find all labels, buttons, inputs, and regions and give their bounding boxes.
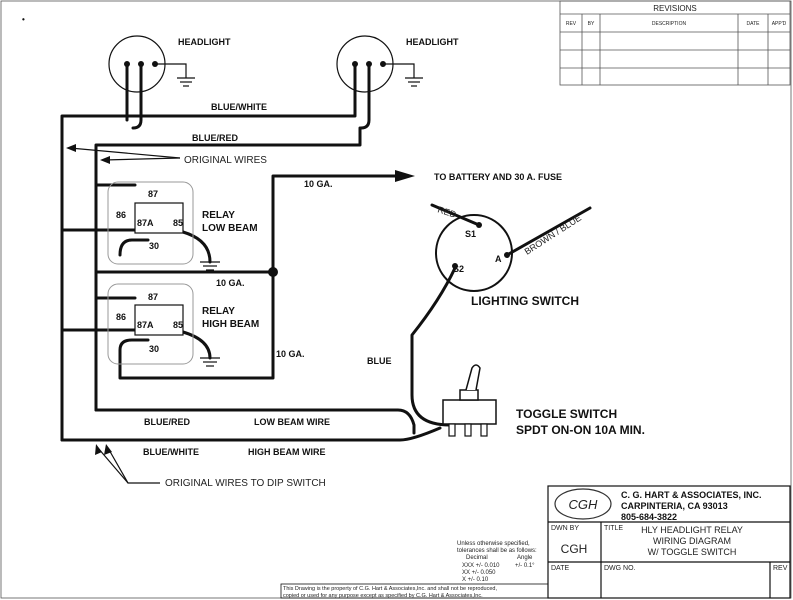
corner-dot: • [22,15,25,24]
relay-high-pin-87: 87 [148,292,158,302]
company-logo-text: CGH [569,497,599,512]
headlight-right-label: HEADLIGHT [406,37,459,47]
dwg-no-label: DWG NO. [604,565,636,572]
label-high-beam-wire: HIGH BEAM WIRE [248,447,326,457]
switch-terminal-s2: S2 [453,264,464,274]
relay-low-sub: LOW BEAM [202,223,258,234]
drawing-title-line-2: WIRING DIAGRAM [653,536,731,546]
relay-high-name: RELAY [202,306,235,317]
relay-low-pin-87a: 87A [137,218,154,228]
tolerance-line-2: tolerances shall be as follows: [457,548,537,554]
relay-high-sub: HIGH BEAM [202,319,259,330]
label-to-battery: TO BATTERY AND 30 A. FUSE [434,172,562,182]
splice-node [268,267,278,277]
tolerance-row-xx: XX +/- 0.050 [462,570,496,576]
blue-white-wire-top [60,110,357,442]
relay-low-pin-86: 86 [116,210,126,220]
label-ten-ga-top: 10 GA. [304,179,333,189]
tolerances-note: Unless otherwise specified, tolerances s… [457,541,537,583]
label-original-wires: ORIGINAL WIRES [184,155,267,166]
toggle-switch: TOGGLE SWITCH SPDT ON-ON 10A MIN. [442,364,645,437]
label-blue-white-top: BLUE/WHITE [211,102,267,112]
description-col-header: DESCRIPTION [652,21,687,27]
relay-high-pin-86: 86 [116,312,126,322]
tolerance-row-xxx: XXX +/- 0.010 [462,563,500,569]
relay-high-pin-85: 85 [173,320,183,330]
label-ten-ga-low: 10 GA. [276,349,305,359]
wiring [60,62,457,442]
dwn-by-value: CGH [561,542,588,556]
label-low-beam-wire: LOW BEAM WIRE [254,417,330,427]
date-label: DATE [551,565,569,572]
notice-line-2: copied or used for any purpose except as… [283,593,483,599]
company-name: C. G. HART & ASSOCIATES, INC. [621,490,762,500]
label-blue-red-bottom: BLUE/RED [144,417,191,427]
label-red: RED [436,204,458,220]
tolerance-col-angle: Angle [517,555,533,561]
by-col-header: BY [588,21,595,27]
relay-low-name: RELAY [202,210,235,221]
switch-terminal-a: A [495,254,502,264]
lighting-switch-label: LIGHTING SWITCH [471,294,579,308]
notice-line-1: This Drawing is the property of C.G. Har… [283,586,497,592]
date-col-header: DATE [747,21,761,27]
appd-col-header: APP'D [772,21,787,27]
label-ten-ga-mid: 10 GA. [216,278,245,288]
title-label: TITLE [604,525,623,532]
toggle-switch-spec: SPDT ON-ON 10A MIN. [516,423,645,437]
company-logo [554,488,612,520]
company-city: CARPINTERIA, CA 93013 [621,501,728,511]
label-blue-red-top: BLUE/RED [192,133,239,143]
label-blue: BLUE [367,356,392,366]
tolerance-angle: +/- 0.1° [515,563,535,569]
blue-wire [410,266,457,427]
label-original-wires-dip: ORIGINAL WIRES TO DIP SWITCH [165,478,326,489]
ten-ga-feed [271,174,397,274]
label-brown-blue: BROWN / BLUE [523,213,583,257]
relay-high-beam: 87 86 87A 85 30 RELAY HIGH BEAM [107,283,259,367]
toggle-switch-label: TOGGLE SWITCH [516,407,617,421]
relay-high-pin-30: 30 [149,344,159,354]
blue-red-wire-top [94,126,362,412]
drawing-title-line-3: W/ TOGGLE SWITCH [648,547,737,557]
relay-low-pin-85: 85 [173,218,183,228]
dwn-by-label: DWN BY [551,525,579,532]
drawing-title-line-1: HLY HEADLIGHT RELAY [641,525,743,535]
company-phone: 805-684-3822 [621,512,677,522]
tolerance-col-decimal: Decimal [466,555,488,561]
property-notice: This Drawing is the property of C.G. Har… [280,583,549,599]
headlight-left-label: HEADLIGHT [178,37,231,47]
relay-high-pin-87a: 87A [137,320,154,330]
low-beam-wire [94,408,416,435]
callouts [66,144,181,484]
title-block: CGH C. G. HART & ASSOCIATES, INC. CARPIN… [547,485,791,599]
tolerance-line-1: Unless otherwise specified, [457,541,530,547]
revisions-title: REVISIONS [653,4,697,13]
tolerance-row-x: X +/- 0.10 [462,577,489,583]
high-beam-wire [60,426,442,442]
revisions-table: REVISIONS REV BY DESCRIPTION DATE APP'D [559,0,791,86]
relay-low-pin-87: 87 [148,189,158,199]
relay-low-beam: 87 86 87A 85 30 RELAY LOW BEAM [107,181,258,271]
switch-terminal-s1: S1 [465,229,476,239]
rev-col-header: REV [566,21,577,27]
feed-arrow [395,170,415,182]
relay-low-pin-30: 30 [149,241,159,251]
lighting-switch: S1 S2 A LIGHTING SWITCH [430,203,592,308]
label-blue-white-bottom: BLUE/WHITE [143,447,199,457]
rev-label: REV [773,565,788,572]
